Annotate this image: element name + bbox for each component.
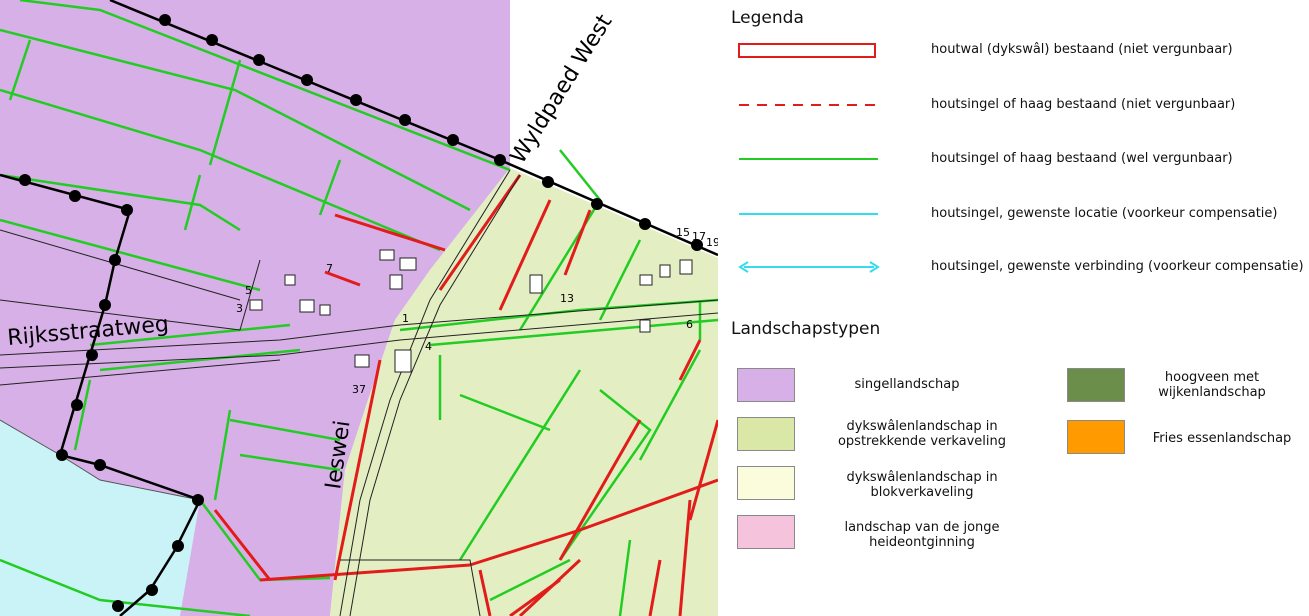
legend-item-label: houtwal (dykswâl) bestaand (niet vergunb… <box>931 42 1233 57</box>
boundary-line <box>0 0 718 616</box>
landscape-label: dykswâlenlandschap in blokverkaveling <box>846 470 998 500</box>
house-number: 7 <box>326 262 333 275</box>
legend-landscape-singel: singellandschap <box>737 368 1037 408</box>
landscape-label: Fries essenlandschap <box>1152 431 1292 446</box>
dashed-red-line-icon <box>739 104 878 106</box>
legend-item-dashed-red: houtsingel of haag bestaand (niet vergun… <box>738 95 1309 115</box>
landscape-label: landschap van de jonge heideontginning <box>844 520 1000 550</box>
color-swatch <box>737 417 795 451</box>
map-canvas[interactable]: Wyldpaed West Rijksstraatweg Ieswei 15 1… <box>0 0 718 616</box>
roads <box>0 169 718 616</box>
landscape-label: singellandschap <box>854 377 960 392</box>
legend-landscape-opstrekkend: dykswâlenlandschap in opstrekkende verka… <box>737 417 1037 457</box>
color-swatch <box>737 515 795 549</box>
landscape-label: hoogveen met wijkenlandschap <box>1158 370 1266 400</box>
map-panel[interactable]: Wyldpaed West Rijksstraatweg Ieswei 15 1… <box>0 0 718 616</box>
legend-item-label: houtsingel, gewenste verbinding (voorkeu… <box>931 259 1304 274</box>
legend-item-label: houtsingel of haag bestaand (wel vergunb… <box>931 151 1233 166</box>
color-swatch <box>737 368 795 402</box>
house-number: 6 <box>686 318 693 331</box>
double-red-line-icon <box>738 43 876 58</box>
house-number: 37 <box>352 383 366 396</box>
legend-item-green: houtsingel of haag bestaand (wel vergunb… <box>738 149 1309 169</box>
street-label-wyldpaed-west: Wyldpaed West <box>506 10 618 168</box>
legend-item-cyan: houtsingel, gewenste locatie (voorkeur c… <box>738 204 1309 224</box>
color-swatch <box>737 466 795 500</box>
legend-item-label: houtsingel of haag bestaand (niet vergun… <box>931 97 1236 112</box>
legend-landscape-blok: dykswâlenlandschap in blokverkaveling <box>737 466 1037 506</box>
house-number: 3 <box>236 302 243 315</box>
house-number: 4 <box>425 340 432 353</box>
legend-item-cyan-arrow: houtsingel, gewenste verbinding (voorkeu… <box>738 257 1309 277</box>
legend-landscape-hoogveen: hoogveen met wijkenlandschap <box>1067 368 1307 408</box>
legend-landscape-heide: landschap van de jonge heideontginning <box>737 515 1037 555</box>
hedges-red <box>213 174 718 616</box>
green-line-icon <box>739 158 878 160</box>
house-number: 17 <box>692 230 706 243</box>
color-swatch <box>1067 420 1125 454</box>
hedges-green <box>0 0 718 616</box>
landscape-types-title: Landschapstypen <box>731 319 881 339</box>
legend-item-label: houtsingel, gewenste locatie (voorkeur c… <box>931 206 1278 221</box>
legend-landscape-essen: Fries essenlandschap <box>1067 420 1307 460</box>
house-number: 13 <box>560 292 574 305</box>
buildings <box>249 249 693 373</box>
legend-item-houtwal: houtwal (dykswâl) bestaand (niet vergunb… <box>738 40 1309 60</box>
landscape-label: dykswâlenlandschap in opstrekkende verka… <box>837 419 1007 449</box>
legend-title: Legenda <box>731 8 804 28</box>
house-number: 1 <box>402 312 409 325</box>
cyan-line-icon <box>739 213 878 215</box>
house-number: 5 <box>245 284 252 297</box>
legend-panel: Legenda houtwal (dykswâl) bestaand (niet… <box>718 0 1309 616</box>
house-number: 15 <box>676 226 690 239</box>
house-numbers: 15 17 19 13 6 7 5 3 1 4 37 <box>236 226 718 396</box>
area-water <box>0 420 200 616</box>
house-number: 19 <box>706 236 718 249</box>
double-arrow-icon <box>738 261 880 273</box>
color-swatch <box>1067 368 1125 402</box>
area-water-outline <box>0 419 201 501</box>
